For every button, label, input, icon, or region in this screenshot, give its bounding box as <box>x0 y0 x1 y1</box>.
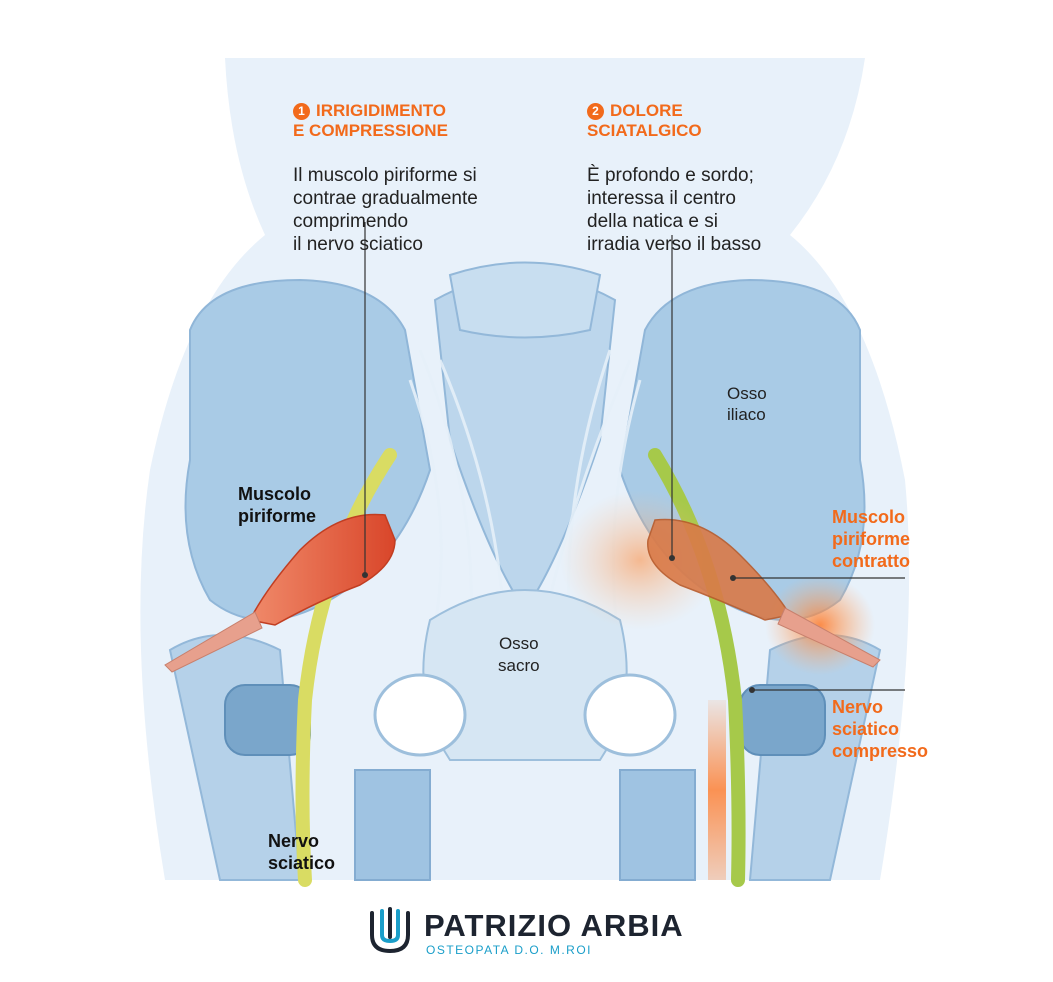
callout-1-heading-text: IRRIGIDIMENTO E COMPRESSIONE <box>293 101 448 140</box>
left-femur-shaft <box>354 769 431 881</box>
label-osso-iliaco: Osso iliaco <box>727 384 767 424</box>
leader-lines <box>364 222 905 691</box>
leader-dots <box>362 555 755 693</box>
left-obturator <box>373 673 467 757</box>
callout-1-number: 1 <box>293 103 310 120</box>
label-muscolo-piriforme-contratto: Muscolo piriforme contratto <box>832 507 911 571</box>
callout-2-text: È profondo e sordo; interessa il centro … <box>587 165 762 255</box>
right-gemellus-muscle <box>739 684 826 756</box>
callout-1-text: Il muscolo piriforme si contrae gradualm… <box>293 165 478 255</box>
left-piriformis-tendon <box>164 611 263 673</box>
right-piriformis-tendon <box>777 607 881 668</box>
label-muscolo-piriforme: Muscolo piriforme <box>238 484 317 526</box>
label-nervo-sciatico-compresso: Nervo sciatico compresso <box>832 697 929 761</box>
right-femur-shaft <box>619 769 696 881</box>
pain-streak-leg <box>708 700 726 880</box>
label-nervo-sciatico: Nervo sciatico <box>268 831 336 873</box>
osteopath-logo-icon <box>370 907 410 954</box>
label-osso-sacro: Osso sacro <box>498 634 540 675</box>
brand-name: PATRIZIO ARBIA <box>424 908 684 943</box>
callout-2-heading-text: DOLORE SCIATALGICO <box>587 101 702 140</box>
right-piriformis-muscle <box>647 518 792 621</box>
right-obturator <box>583 673 677 757</box>
lumbar-vertebra <box>448 261 602 339</box>
callout-2-number: 2 <box>587 103 604 120</box>
brand-subtitle: OSTEOPATA D.O. M.ROI <box>426 943 593 957</box>
